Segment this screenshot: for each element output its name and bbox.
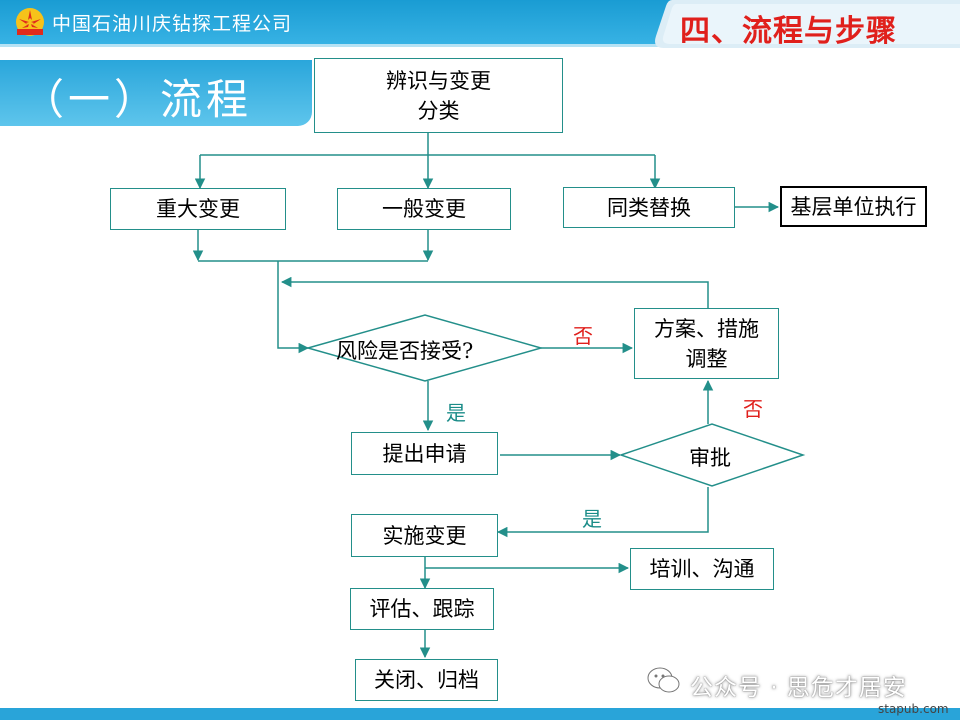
implement-change-box: 实施变更 bbox=[351, 514, 498, 557]
evaluate-track-label: 评估、跟踪 bbox=[369, 597, 475, 621]
section-title: （一）流程 bbox=[22, 75, 253, 124]
major-change-label: 重大变更 bbox=[156, 197, 240, 221]
base-execution-box: 基层单位执行 bbox=[780, 186, 927, 227]
approve-yes-label: 是 bbox=[582, 507, 602, 531]
classification-line1: 辨识与变更 bbox=[386, 68, 491, 93]
watermark-text: 公众号 · 思危才居安 bbox=[690, 675, 907, 701]
classification-line2: 分类 bbox=[417, 98, 460, 123]
risk-yes-label: 是 bbox=[446, 401, 466, 425]
wechat-icon bbox=[647, 667, 680, 693]
risk-no-label: 否 bbox=[573, 324, 593, 348]
close-archive-label: 关闭、归档 bbox=[374, 668, 479, 692]
risk-decision-shape bbox=[305, 314, 544, 382]
edge-merge-to-risk bbox=[277, 261, 310, 354]
header-tab-shape bbox=[655, 0, 960, 48]
edge-approve-yes bbox=[496, 487, 709, 538]
major-change-box: 重大变更 bbox=[110, 188, 286, 230]
plan-adjust-box: 方案、措施 调整 bbox=[634, 308, 779, 379]
footer-bar bbox=[0, 708, 960, 720]
plan-adjust-line1: 方案、措施 bbox=[654, 316, 759, 341]
site-watermark: stapub.com bbox=[878, 702, 949, 716]
edge-plan-loop bbox=[280, 276, 709, 308]
training-label: 培训、沟通 bbox=[649, 557, 755, 581]
classification-box: 辨识与变更 分类 bbox=[314, 58, 563, 133]
risk-decision-label: 风险是否接受? bbox=[336, 339, 474, 363]
company-name: 中国石油川庆钻探工程公司 bbox=[52, 13, 293, 35]
submit-apply-box: 提出申请 bbox=[351, 432, 498, 475]
same-replace-label: 同类替换 bbox=[607, 195, 691, 220]
implement-change-label: 实施变更 bbox=[382, 523, 467, 548]
approve-label: 审批 bbox=[689, 446, 731, 470]
close-archive-box: 关闭、归档 bbox=[355, 659, 498, 701]
evaluate-track-box: 评估、跟踪 bbox=[350, 588, 494, 630]
section-banner bbox=[0, 60, 312, 126]
approve-no-label: 否 bbox=[743, 397, 763, 421]
general-change-box: 一般变更 bbox=[337, 188, 511, 230]
same-replace-box: 同类替换 bbox=[563, 187, 735, 228]
training-box: 培训、沟通 bbox=[630, 548, 774, 590]
base-execution-label: 基层单位执行 bbox=[790, 194, 917, 219]
submit-apply-label: 提出申请 bbox=[382, 441, 467, 466]
approve-decision-shape bbox=[618, 423, 806, 487]
cnpc-logo-icon bbox=[16, 8, 44, 36]
header-bar: 中国石油川庆钻探工程公司 四、流程与步骤 bbox=[0, 0, 960, 50]
plan-adjust-line2: 调整 bbox=[685, 346, 728, 371]
general-change-label: 一般变更 bbox=[382, 197, 466, 221]
page-title: 四、流程与步骤 bbox=[680, 14, 897, 49]
